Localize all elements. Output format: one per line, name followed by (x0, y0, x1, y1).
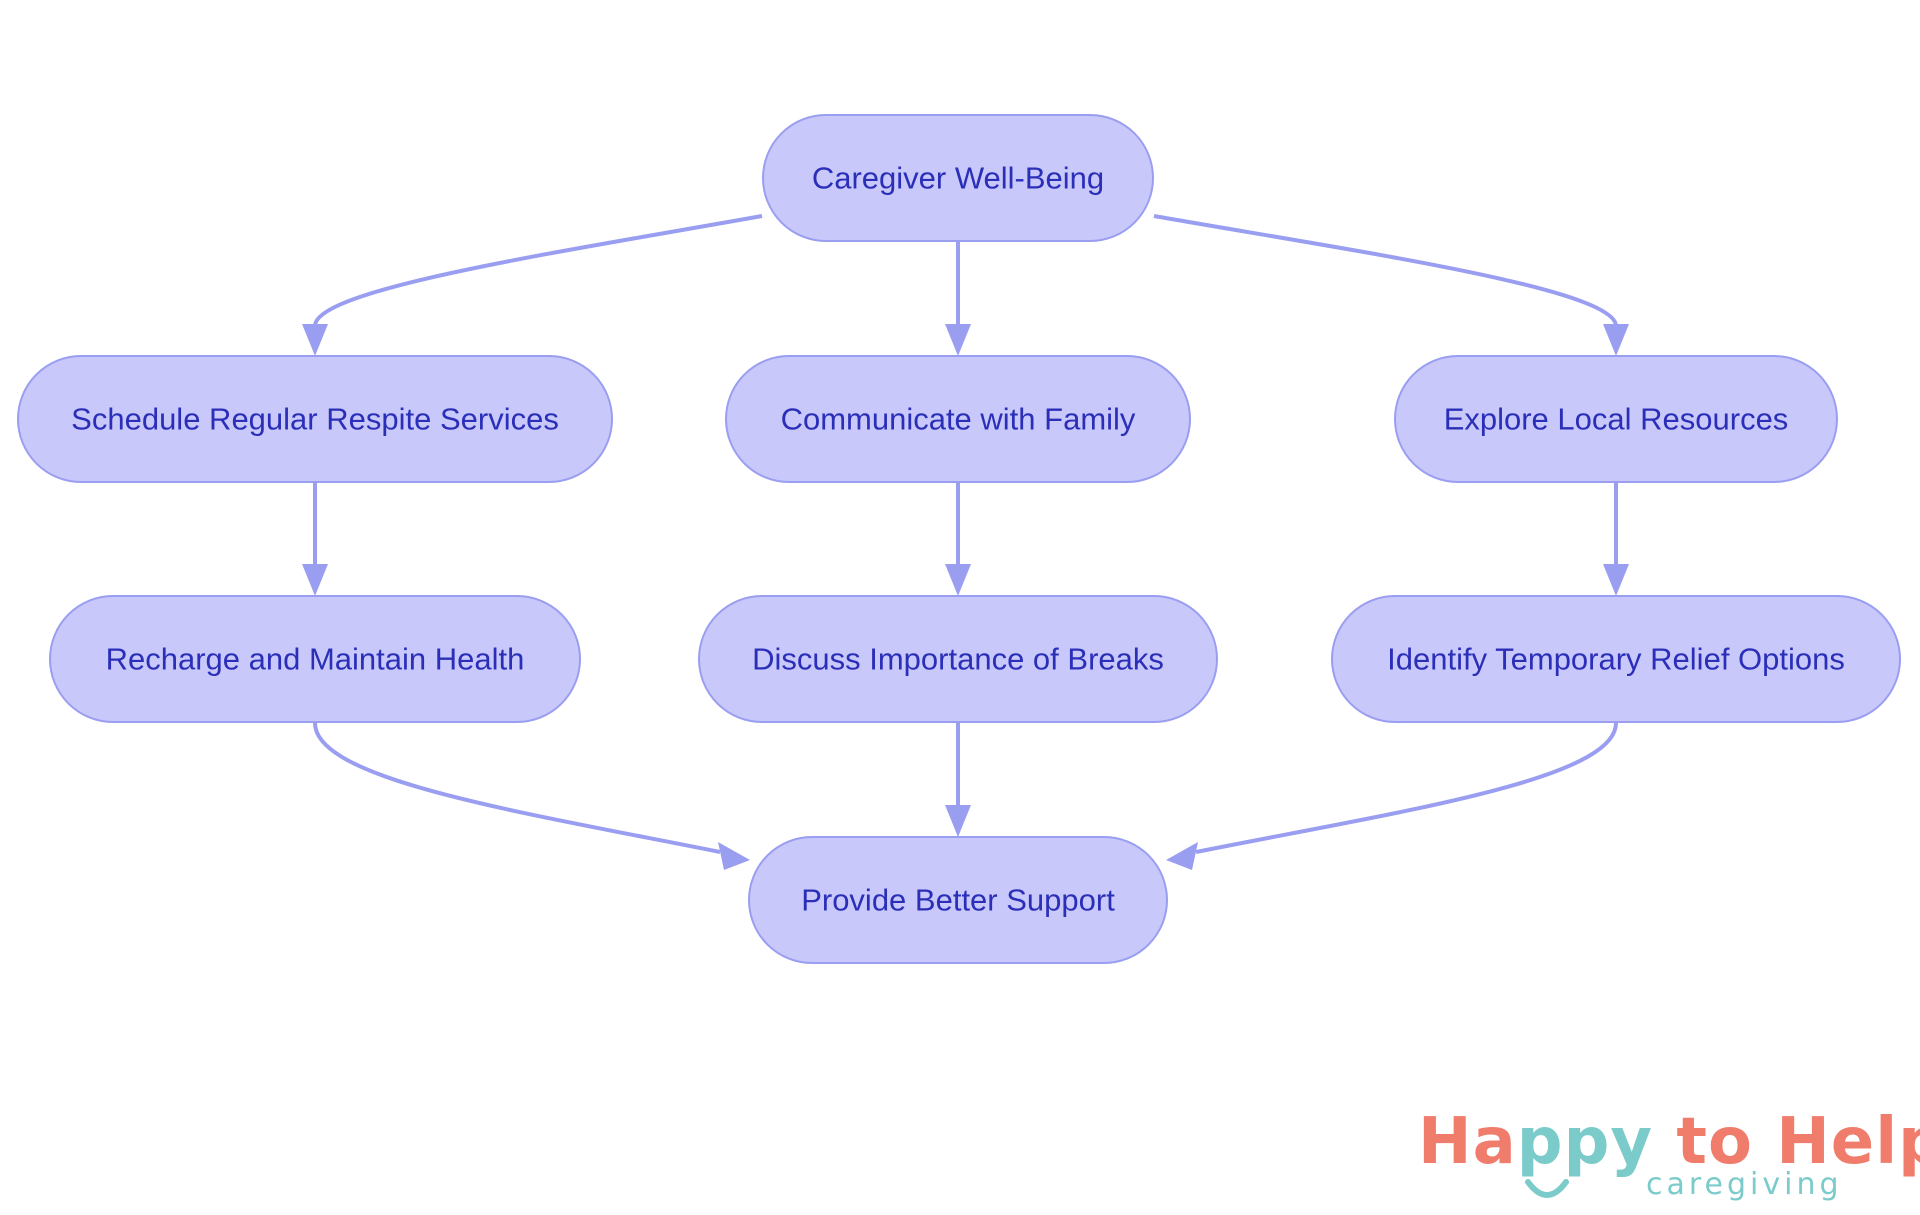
node-n6: Identify Temporary Relief Options (1331, 595, 1901, 723)
edge-n0-n2 (945, 242, 971, 356)
node-shape (1331, 595, 1901, 723)
node-shape (762, 114, 1154, 242)
logo: Happy to Help caregiving (1418, 1102, 1920, 1202)
node-n5: Discuss Importance of Breaks (698, 595, 1218, 723)
edge-line (313, 214, 763, 326)
node-shape (725, 355, 1191, 483)
node-n3: Explore Local Resources (1394, 355, 1838, 483)
edge-line (313, 722, 721, 854)
edge-n6-n7 (1166, 722, 1618, 870)
edge-n3-n6 (1603, 483, 1629, 596)
node-label: Identify Temporary Relief Options (1387, 642, 1845, 677)
arrowhead-icon (1603, 564, 1629, 596)
arrowhead-icon (1166, 842, 1198, 870)
edge-n1-n4 (302, 483, 328, 596)
edge-n0-n1 (302, 214, 763, 356)
edges-layer (302, 214, 1629, 870)
edge-n0-n3 (1153, 214, 1629, 356)
edge-n4-n7 (313, 722, 750, 870)
node-label: Caregiver Well-Being (812, 161, 1104, 196)
edge-n2-n5 (945, 483, 971, 596)
arrowhead-icon (945, 324, 971, 356)
logo-tagline: caregiving (1646, 1167, 1843, 1202)
arrowhead-icon (302, 324, 328, 356)
logo-word-ha: Ha (1418, 1105, 1517, 1179)
node-n2: Communicate with Family (725, 355, 1191, 483)
arrowhead-icon (945, 564, 971, 596)
logo-word-ppy: ppy (1516, 1105, 1654, 1179)
smile-icon (1525, 1179, 1569, 1198)
arrowhead-icon (302, 564, 328, 596)
node-label: Communicate with Family (781, 402, 1136, 437)
edge-n5-n7 (945, 723, 971, 837)
node-label: Discuss Importance of Breaks (752, 642, 1164, 677)
node-shape (49, 595, 581, 723)
arrowhead-icon (718, 842, 750, 870)
edge-line (1195, 722, 1618, 854)
node-shape (698, 595, 1218, 723)
node-n7: Provide Better Support (748, 836, 1168, 964)
arrowhead-icon (1603, 324, 1629, 356)
node-label: Schedule Regular Respite Services (71, 402, 559, 437)
logo-wordmark: Happy to Help (1418, 1102, 1920, 1182)
node-label: Explore Local Resources (1444, 402, 1789, 437)
node-shape (17, 355, 613, 483)
node-shape (748, 836, 1168, 964)
node-label: Provide Better Support (801, 883, 1115, 918)
node-label: Recharge and Maintain Health (106, 642, 525, 677)
arrowhead-icon (945, 805, 971, 837)
node-shape (1394, 355, 1838, 483)
node-n4: Recharge and Maintain Health (49, 595, 581, 723)
logo-word-to-help: to Help (1653, 1105, 1920, 1179)
edge-line (1153, 214, 1618, 326)
node-n1: Schedule Regular Respite Services (17, 355, 613, 483)
node-n0: Caregiver Well-Being (762, 114, 1154, 242)
